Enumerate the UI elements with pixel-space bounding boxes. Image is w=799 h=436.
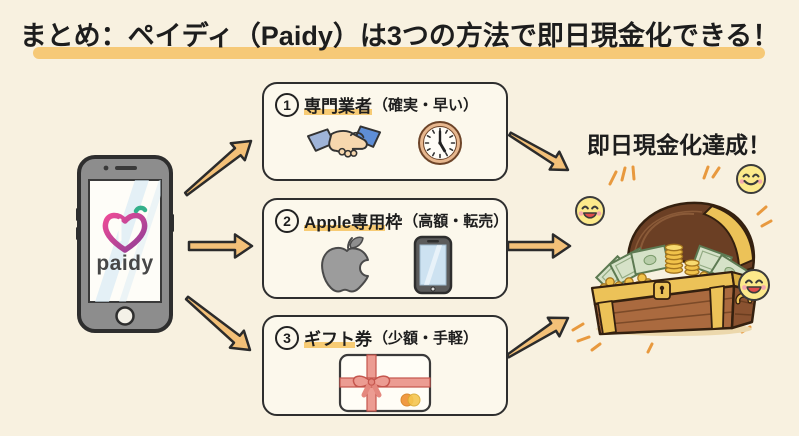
- method-box-3: 3 ギフト券 （少額・手軽）: [262, 315, 508, 416]
- chest-lock: [653, 281, 671, 300]
- method-3-number-badge: 3: [275, 325, 299, 350]
- paidy-logo-icon: [102, 205, 148, 253]
- method-box-1: 1 専門業者 （確実・早い）: [262, 82, 508, 181]
- arrow-phone-to-method-2: [187, 233, 254, 259]
- method-2-number-badge: 2: [275, 208, 299, 233]
- smiley-face-2: [736, 164, 766, 194]
- method-2-label: Apple専用枠: [304, 213, 403, 232]
- smiley-face-3: [738, 269, 770, 301]
- smartphone-icon: [413, 235, 453, 295]
- arrow-method-3-to-chest: [505, 316, 570, 359]
- gift-card-icon: [338, 353, 432, 413]
- method-1-label: 専門業者: [304, 97, 372, 116]
- result-label: 即日現金化達成！: [587, 132, 771, 158]
- method-1-header: 1 専門業者 （確実・早い）: [264, 84, 506, 117]
- treasure-chest-illustration: [590, 201, 758, 336]
- method-3-label: ギフト券: [304, 330, 372, 349]
- smiley-face-1: [575, 196, 605, 226]
- arrow-method-1-to-chest: [507, 131, 570, 172]
- arrow-method-2-to-chest: [506, 233, 572, 259]
- apple-icon: [321, 236, 369, 293]
- title-banner: まとめ：ペイディ（Paidy）は3つの方法で即日現金化できる！: [0, 14, 799, 59]
- clock-icon: [418, 121, 462, 165]
- handshake-icon: [306, 125, 382, 158]
- arrow-phone-to-method-1: [183, 139, 253, 197]
- page-title: まとめ：ペイディ（Paidy）は3つの方法で即日現金化できる！: [19, 21, 780, 51]
- method-1-note: （確実・早い）: [373, 97, 479, 114]
- arrow-phone-to-method-3: [184, 295, 252, 352]
- method-2-header: 2 Apple専用枠 （高額・転売）: [264, 200, 509, 233]
- method-box-2: 2 Apple専用枠 （高額・転売）: [262, 198, 508, 299]
- method-3-header: 3 ギフト券 （少額・手軽）: [264, 317, 506, 350]
- method-2-note: （高額・転売）: [403, 213, 509, 230]
- paidy-wordmark: paidy: [96, 252, 154, 275]
- method-1-number-badge: 1: [275, 92, 299, 117]
- smartphone-body: [76, 155, 174, 333]
- paidy-phone-illustration: paidy: [75, 154, 175, 334]
- title-highlight: [33, 47, 765, 59]
- method-3-note: （少額・手軽）: [373, 330, 479, 347]
